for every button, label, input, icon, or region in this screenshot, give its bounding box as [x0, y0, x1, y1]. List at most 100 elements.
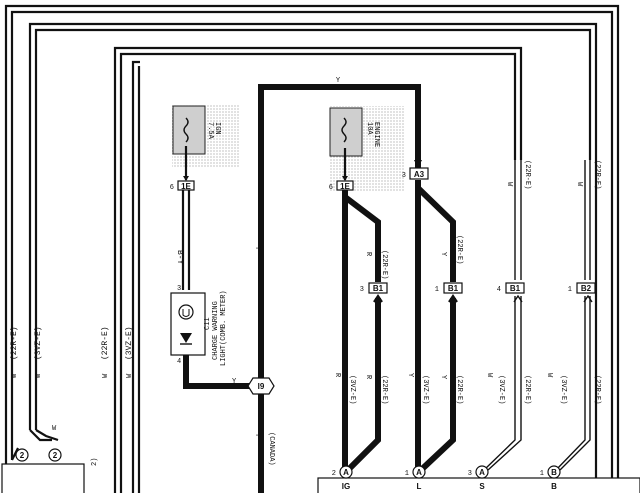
fuse-engine: 10A ENGINE 1E 6 — [329, 106, 404, 192]
wire-s: W (22R-E) W (3VZ-E) (22R-E) — [483, 160, 531, 471]
pin-s — [475, 465, 489, 479]
svg-text:(3VZ-E): (3VZ-E) — [559, 375, 567, 404]
svg-text:4: 4 — [497, 286, 501, 294]
svg-text:R: R — [364, 252, 372, 257]
wire-ig-loop: R (22R-E) R (3VZ-E) (22R-E) R — [333, 190, 388, 473]
svg-text:(22R-E): (22R-E) — [593, 160, 601, 189]
wire-frame-4 — [34, 28, 592, 430]
svg-text:(22R-E): (22R-E) — [523, 375, 531, 404]
svg-text:1E: 1E — [181, 182, 191, 191]
svg-text:W: W — [485, 373, 493, 378]
svg-text:(3VZ-E): (3VZ-E) — [421, 375, 429, 404]
charge-warning-light: 3 C11 CHARGE WARNING LIGHT(COMB. METER) … — [170, 285, 228, 366]
junction-i9: I9 — [247, 377, 275, 395]
svg-text:(CANADA): (CANADA) — [267, 432, 275, 466]
svg-text:3: 3 — [177, 285, 181, 293]
svg-text:B1: B1 — [448, 284, 459, 293]
svg-text:3: 3 — [360, 286, 364, 294]
svg-text:(22R-E): (22R-E) — [101, 326, 110, 360]
left-box-label: 2) — [91, 458, 99, 466]
svg-text:B-Y: B-Y — [175, 250, 184, 265]
pin-ig — [339, 465, 353, 479]
svg-text:S: S — [479, 482, 485, 491]
connector-b1-4: B1 4 — [497, 282, 525, 303]
svg-text:3: 3 — [402, 172, 406, 180]
svg-text:L: L — [417, 482, 422, 491]
wire-b: W (22R-E) W (3VZ-E) (22R-E) — [545, 160, 601, 471]
wire-ign-meter: B-Y — [175, 190, 191, 290]
alternator-connector: A 2 IG A 1 L A 3 S B 1 B — [317, 465, 640, 493]
svg-text:(22R-E): (22R-E) — [523, 160, 531, 189]
svg-text:W: W — [126, 373, 134, 378]
svg-text:W: W — [575, 182, 583, 187]
svg-text:2: 2 — [332, 470, 336, 478]
wire-meter-junction: Y — [183, 355, 250, 389]
svg-text:IG: IG — [342, 482, 350, 491]
connector-ign-out — [177, 180, 195, 191]
svg-text:4: 4 — [177, 358, 181, 366]
svg-text:A: A — [416, 468, 422, 477]
svg-text:6: 6 — [329, 184, 333, 192]
meter-box — [170, 292, 206, 356]
svg-text:(3VZ-E): (3VZ-E) — [125, 326, 134, 360]
wire-frame-6 — [119, 52, 517, 493]
svg-text:1E: 1E — [340, 182, 350, 191]
pin-b — [547, 465, 561, 479]
svg-text:B: B — [551, 482, 557, 491]
svg-text:Y: Y — [439, 375, 447, 380]
connector-a3: A3 3 — [402, 167, 429, 180]
left-wire-color: W — [52, 425, 57, 433]
svg-text:W: W — [545, 373, 553, 378]
connector-b1-3: B1 3 — [360, 282, 388, 303]
meter-line1: CHARGE WARNING — [212, 301, 220, 360]
svg-text:(22R-E): (22R-E) — [455, 375, 463, 404]
svg-text:(3VZ-E): (3VZ-E) — [348, 375, 356, 404]
svg-text:10A: 10A — [365, 122, 373, 135]
svg-text:W: W — [11, 373, 19, 378]
svg-text:(22R-E): (22R-E) — [10, 326, 19, 360]
wire-frame-7 — [131, 60, 140, 493]
svg-text:B1: B1 — [510, 284, 521, 293]
svg-text:(22R-E): (22R-E) — [593, 375, 601, 404]
svg-text:1: 1 — [540, 470, 544, 478]
left-component-box — [1, 463, 85, 493]
svg-text:R: R — [333, 373, 341, 378]
top-harness-wires — [4, 4, 620, 493]
svg-text:A: A — [343, 468, 349, 477]
left-wire-labels: (22R-E) (3VZ-E) (22R-E) (3VZ-E) W W W W — [10, 326, 134, 378]
svg-text:(3VZ-E): (3VZ-E) — [34, 326, 43, 360]
svg-text:Y: Y — [406, 373, 414, 378]
connector-b2: B2 1 — [568, 282, 596, 303]
svg-text:1: 1 — [435, 286, 439, 294]
meter-line2: LIGHT(COMB. METER) — [220, 290, 228, 366]
svg-text:(3VZ-E): (3VZ-E) — [497, 375, 505, 404]
svg-text:Y: Y — [336, 77, 341, 85]
svg-text:6: 6 — [170, 184, 174, 192]
svg-text:1: 1 — [568, 286, 572, 294]
svg-text:R: R — [364, 375, 372, 380]
svg-text:(22R-E): (22R-E) — [380, 250, 388, 279]
left-connectors: 2 2 4 3 2) W — [1, 425, 99, 493]
left-pin-1-num: 2 — [20, 451, 25, 460]
left-pin-2 — [48, 448, 62, 462]
svg-text:Y: Y — [253, 246, 261, 251]
svg-text:ENGINE: ENGINE — [372, 122, 380, 147]
wire-frame-2 — [10, 10, 614, 493]
fuse-ign: 7.5A IGN 1E 6 — [170, 105, 240, 192]
wire-l-loop: Y (22R-E) Y (3VZ-E) (22R-E) Y — [406, 180, 463, 473]
connector-b1-1: B1 1 — [435, 282, 463, 303]
wire-main-y: Y Y Y (CANADA) — [253, 77, 422, 493]
svg-text:(22R-E): (22R-E) — [380, 375, 388, 404]
svg-text:W: W — [102, 373, 110, 378]
svg-text:(22R-E): (22R-E) — [455, 235, 463, 264]
left-pin-2-num: 2 — [53, 451, 58, 460]
fuse-ign-rating: 7.5A — [206, 122, 214, 140]
svg-text:W: W — [505, 182, 513, 187]
wire-frame-3 — [28, 22, 598, 493]
svg-text:W: W — [35, 373, 43, 378]
svg-text:B2: B2 — [581, 284, 592, 293]
wire-frame-5 — [113, 46, 523, 493]
svg-text:B: B — [551, 468, 557, 477]
